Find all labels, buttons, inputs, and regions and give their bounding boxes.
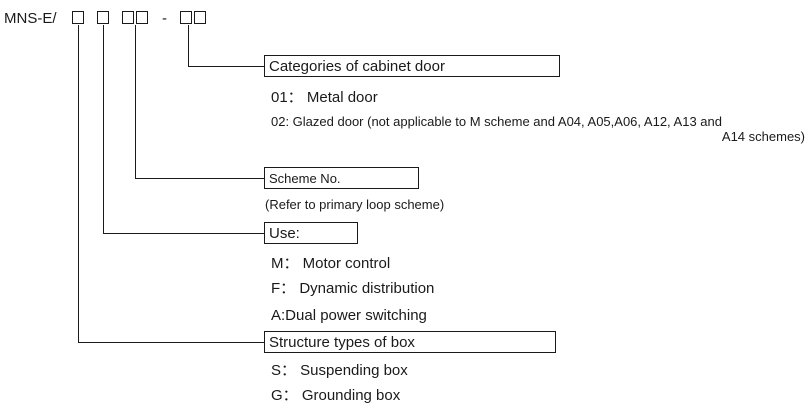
code-slot-use bbox=[97, 11, 109, 24]
use-title: Use: bbox=[269, 225, 300, 242]
code-slot-door-2 bbox=[194, 11, 206, 24]
scheme-no-box: Scheme No. bbox=[264, 167, 419, 189]
door-category-title: Categories of cabinet door bbox=[269, 58, 445, 75]
code-slot-door-1 bbox=[180, 11, 192, 24]
leader-scheme-vertical bbox=[135, 25, 137, 179]
leader-door-vertical bbox=[188, 25, 190, 67]
scheme-no-note: (Refer to primary loop scheme) bbox=[265, 197, 445, 212]
leader-use-vertical bbox=[103, 25, 105, 234]
code-slot-scheme-1 bbox=[122, 11, 134, 24]
use-option-motor: M： Motor control bbox=[271, 255, 391, 272]
door-option-glazed-cont: A14 schemes) bbox=[721, 129, 805, 144]
leader-scheme-horizontal bbox=[135, 178, 264, 180]
door-option-metal: 01： Metal door bbox=[271, 89, 378, 106]
structure-option-suspending: S： Suspending box bbox=[271, 362, 408, 379]
structure-type-box: Structure types of box bbox=[264, 331, 556, 353]
structure-option-grounding: G： Grounding box bbox=[271, 387, 401, 404]
code-slot-structure bbox=[72, 11, 84, 24]
use-option-dual-power: A:Dual power switching bbox=[271, 307, 427, 324]
door-category-box: Categories of cabinet door bbox=[264, 55, 560, 77]
use-option-dynamic: F： Dynamic distribution bbox=[271, 280, 435, 297]
leader-structure-vertical bbox=[78, 25, 80, 343]
scheme-no-title: Scheme No. bbox=[269, 171, 341, 186]
door-option-glazed: 02: Glazed door (not applicable to M sch… bbox=[271, 114, 722, 129]
leader-use-horizontal bbox=[103, 233, 264, 235]
code-slot-scheme-2 bbox=[136, 11, 148, 24]
leader-door-horizontal bbox=[188, 66, 264, 68]
model-prefix: MNS-E/ bbox=[4, 10, 57, 27]
use-box: Use: bbox=[264, 222, 358, 244]
model-dash: - bbox=[162, 10, 167, 27]
structure-type-title: Structure types of box bbox=[269, 334, 415, 351]
leader-structure-horizontal bbox=[78, 342, 264, 344]
